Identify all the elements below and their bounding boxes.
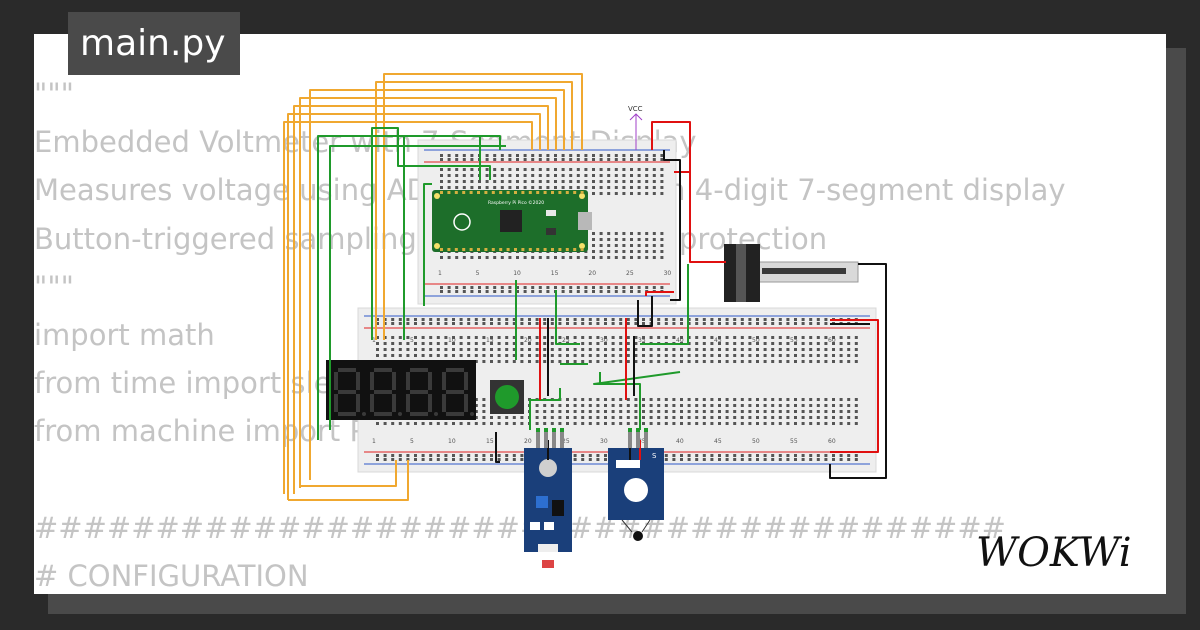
slide-potentiometer[interactable] [724,244,859,302]
push-button[interactable] [490,380,524,414]
wire [555,290,580,345]
column-number: 35 [638,438,646,445]
wokwi-logo: WOKWi [976,530,1132,576]
column-number: 15 [486,438,494,445]
wire [645,291,674,296]
column-number: 5 [410,337,414,344]
column-number: 1 [372,337,376,344]
column-number: 35 [638,337,646,344]
wire [371,127,491,340]
svg-text:WOKWi: WOKWi [976,530,1132,576]
column-number: 45 [714,337,722,344]
wire [829,263,887,479]
column-number: 20 [588,270,596,277]
column-number: 40 [676,337,684,344]
column-number: 20 [524,337,532,344]
wire [309,89,565,480]
wire [329,145,506,430]
wire [293,105,549,494]
svg-text:VCC: VCC [628,105,643,113]
wire [375,81,573,340]
wire [651,121,691,173]
column-number: 1 [438,270,442,277]
column-number: 30 [600,337,608,344]
wire [300,460,397,487]
wire [383,73,583,340]
wire [299,97,557,488]
column-number: 40 [676,438,684,445]
column-number: 10 [513,270,521,277]
wire [640,264,689,345]
code-line: import math [34,317,215,352]
wire [423,183,432,306]
wire [283,121,533,494]
code-line: ######################################## [34,510,1006,545]
wire [288,460,409,501]
column-number: 20 [524,438,532,445]
column-number: 55 [790,438,798,445]
file-tab[interactable]: main.py [68,12,240,75]
seven-segment-display [326,360,476,420]
column-number: 15 [486,337,494,344]
column-number: 55 [790,337,798,344]
wire [637,296,653,327]
wire [593,371,681,430]
wire [287,113,541,500]
column-number: 50 [752,438,760,445]
wire [495,432,500,463]
svg-text:S: S [652,452,657,460]
sound-sensor-module[interactable] [524,448,572,568]
wire [663,150,681,301]
temperature-sensor-module[interactable]: S [608,448,664,541]
wire [403,135,481,340]
column-number: 50 [752,337,760,344]
column-number: 60 [828,438,836,445]
column-number: 30 [664,270,672,277]
raspberry-pi-pico[interactable]: Raspberry Pi Pico ©2020 [432,190,592,252]
code-line: """ [34,77,75,111]
code-line: """ [34,269,75,304]
column-number: 10 [448,337,456,344]
column-number: 10 [448,438,456,445]
column-number: 25 [562,337,570,344]
pico-label: Raspberry Pi Pico ©2020 [488,199,544,206]
column-number: 60 [828,337,836,344]
column-number: 30 [600,438,608,445]
column-number: 5 [476,270,480,277]
column-number: 15 [551,270,559,277]
wires [283,73,887,501]
column-number: 25 [626,270,634,277]
wire [529,388,561,430]
wire [689,172,726,263]
column-number: 1 [372,438,376,445]
column-number: 45 [714,438,722,445]
vcc-label: VCC [628,105,643,150]
wire [830,319,879,453]
column-number: 5 [410,438,414,445]
column-number: 25 [562,438,570,445]
code-line: # CONFIGURATION [34,558,309,593]
